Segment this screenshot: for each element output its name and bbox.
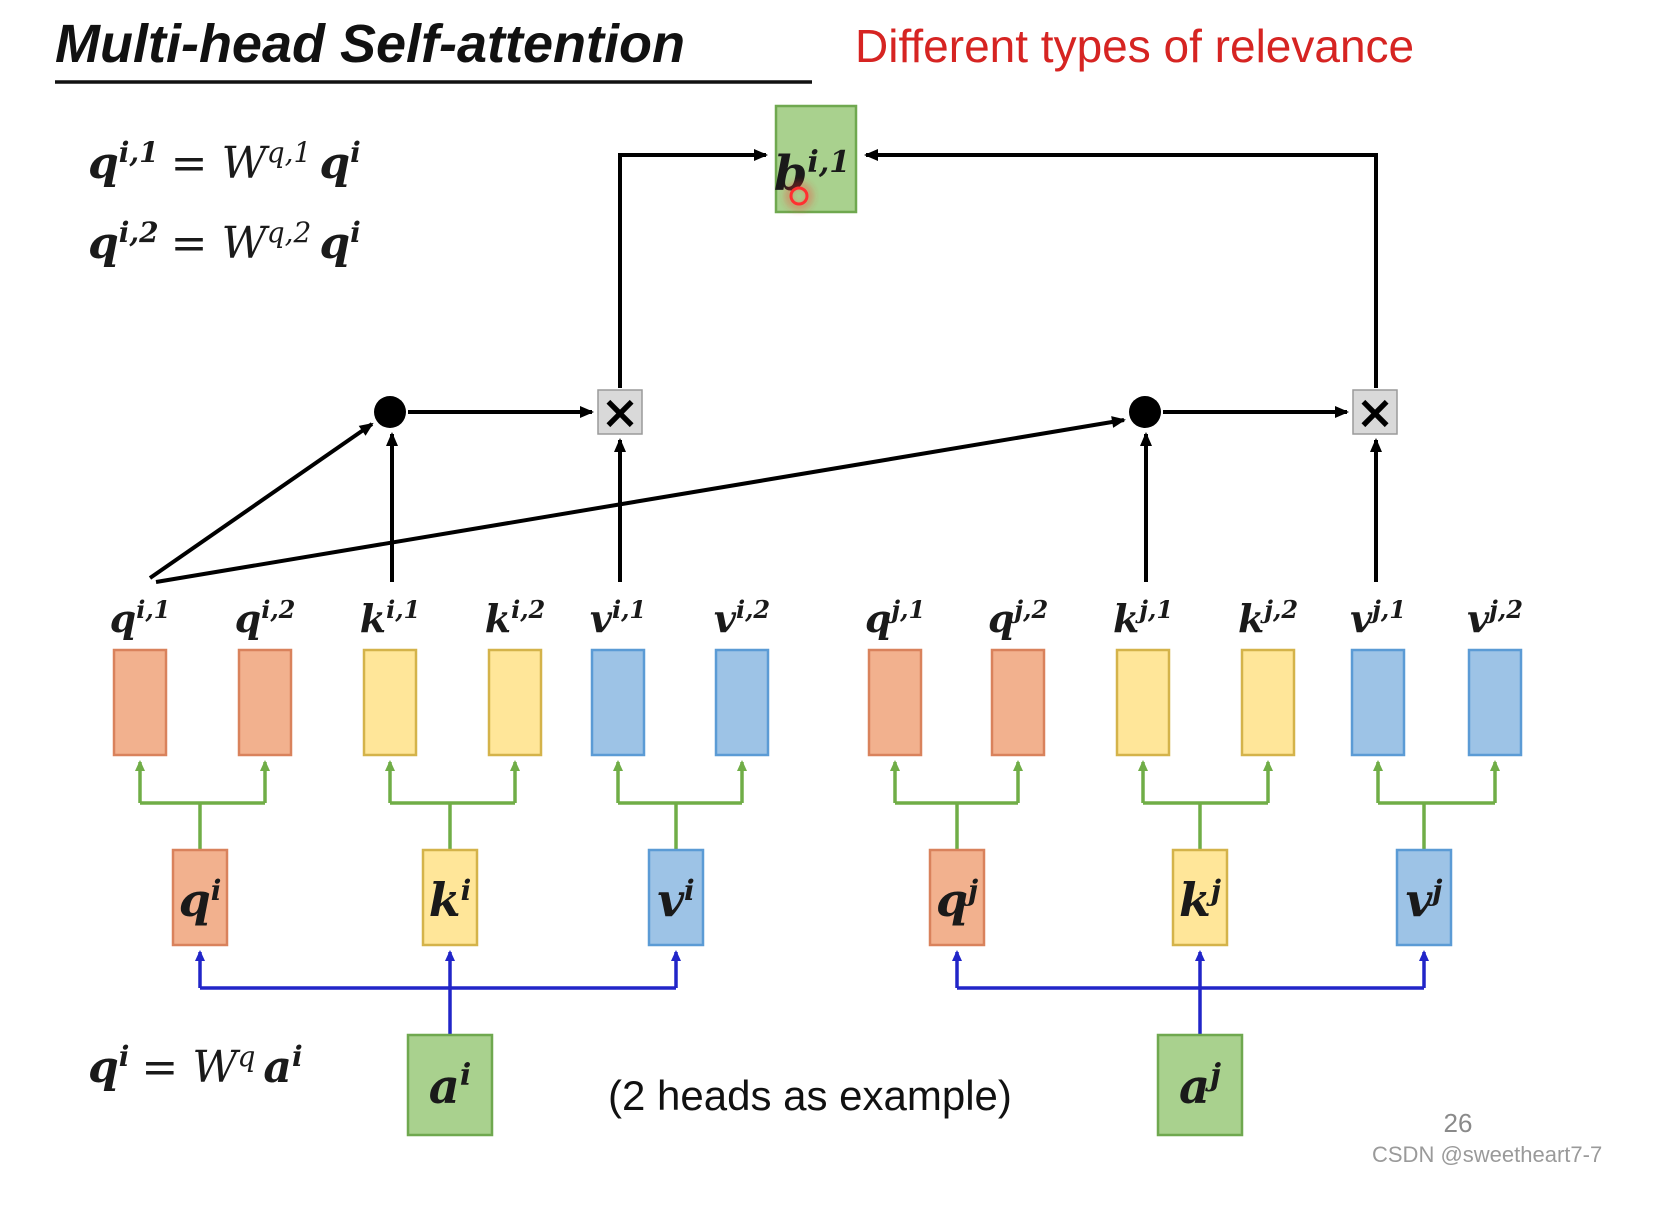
multiply-node-right-box — [1352, 389, 1398, 435]
subtitle-red: Different types of relevance — [855, 20, 1414, 72]
col-box-v-i2 — [714, 648, 770, 757]
fork-vi — [613, 760, 747, 850]
fork-vj — [1373, 760, 1500, 850]
watermark: CSDN @sweetheart7-7 — [1372, 1142, 1602, 1167]
arrow-right-times-to-output — [864, 149, 1378, 388]
col-label-q-j2: qj,2 — [988, 595, 1048, 641]
col-box-k-j2 — [1240, 648, 1296, 757]
arrow-qi1-to-left-dot — [148, 422, 374, 580]
mid-label-v-j: vj — [1406, 873, 1443, 927]
cursor-ring — [789, 186, 809, 206]
mid-label-k-j: kj — [1179, 873, 1221, 927]
fork-qj — [890, 760, 1023, 850]
col-box-q-j1 — [867, 648, 923, 757]
mid-box-q-i — [171, 848, 229, 947]
col-label-q-j1: qj,1 — [865, 595, 925, 641]
col-box-q-i1 — [112, 648, 168, 757]
col-label-v-i1: vi,1 — [590, 595, 646, 641]
col-label-v-j1: vj,1 — [1350, 595, 1406, 641]
col-box-v-j2 — [1467, 648, 1523, 757]
col-box-k-j1 — [1115, 648, 1171, 757]
dot-product-node-right — [1129, 396, 1161, 428]
col-label-v-i2: vi,2 — [714, 595, 770, 641]
mid-box-k-j — [1171, 848, 1229, 947]
dot-product-node-left — [374, 396, 406, 428]
mid-box-k-i — [421, 848, 479, 947]
col-label-k-j2: kj,2 — [1238, 595, 1298, 641]
fork-aj — [952, 950, 1429, 1035]
mid-box-q-j — [928, 848, 986, 947]
col-box-q-j2 — [990, 648, 1046, 757]
mid-label-q-j: qj — [936, 873, 978, 927]
col-label-k-i1: ki,1 — [360, 595, 421, 641]
col-box-q-i2 — [237, 648, 293, 757]
mid-box-v-j — [1395, 848, 1453, 947]
col-box-k-i2 — [487, 648, 543, 757]
mid-label-v-i: vi — [657, 873, 694, 927]
input-box-a-j — [1156, 1033, 1244, 1137]
col-box-k-i1 — [362, 648, 418, 757]
col-label-k-i2: ki,2 — [485, 595, 546, 641]
fork-ki — [385, 760, 520, 850]
arrow-left-times-to-output — [618, 149, 768, 388]
multiply-node-left-box — [597, 389, 643, 435]
output-label-b-i1: bi,1 — [774, 145, 850, 202]
arrow-qi1-to-right-dot — [155, 416, 1126, 584]
col-box-v-i1 — [590, 648, 646, 757]
col-label-q-i2: qi,2 — [235, 595, 296, 641]
input-label-a-j: aj — [1179, 1058, 1221, 1115]
mid-label-q-i: qi — [179, 873, 222, 927]
fork-ai — [195, 950, 681, 1035]
fork-qi — [135, 760, 270, 850]
col-label-v-j2: vj,2 — [1467, 595, 1523, 641]
input-label-a-i: ai — [429, 1058, 472, 1115]
fork-kj — [1138, 760, 1273, 850]
page-title: Multi-head Self-attention — [55, 14, 685, 74]
mid-box-v-i — [647, 848, 705, 947]
page-number: 26 — [1444, 1108, 1473, 1138]
cursor-glow — [786, 183, 812, 209]
multiply-node-right-glyph: × — [1356, 385, 1395, 439]
mid-label-k-i: ki — [429, 873, 472, 927]
caption-two-heads: (2 heads as example) — [608, 1072, 1012, 1119]
col-label-k-j1: kj,1 — [1113, 595, 1173, 641]
col-label-q-i1: qi,1 — [110, 595, 171, 641]
col-box-v-j1 — [1350, 648, 1406, 757]
input-box-a-i — [406, 1033, 494, 1137]
multiply-node-left-glyph: × — [601, 385, 640, 439]
